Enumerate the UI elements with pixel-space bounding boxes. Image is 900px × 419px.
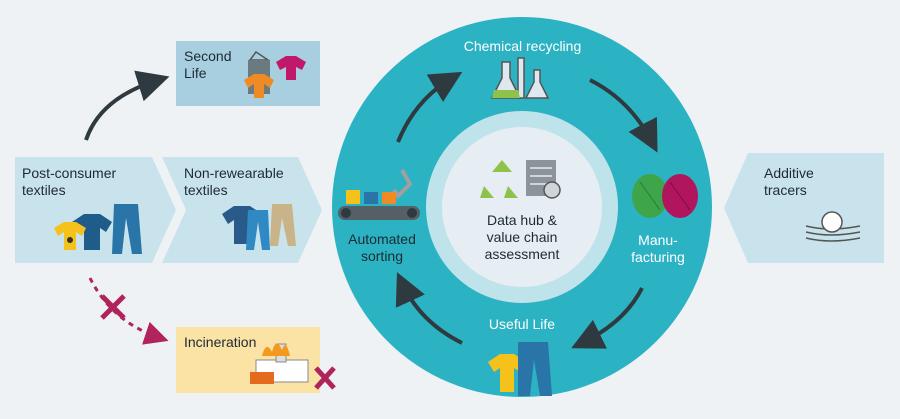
automated-sorting-line2: sorting: [360, 248, 404, 264]
manufacturing-line1: Manu-: [638, 232, 678, 248]
lab-flasks-icon: [490, 57, 550, 99]
additive-tracers-label: Additive tracers: [764, 165, 814, 199]
second-life-line2: Life: [184, 65, 207, 81]
data-hub-line3: assessment: [484, 246, 560, 262]
automated-sorting-line1: Automated: [348, 231, 416, 247]
non-rewearable-line2: textiles: [184, 182, 228, 198]
useful-life-label: Useful Life: [488, 316, 556, 332]
blocked-cross-icon: [100, 294, 126, 320]
non-rewearable-label: Non-rewearable textiles: [184, 165, 284, 199]
conveyor-robot-icon: [338, 169, 420, 220]
data-hub-line1: Data hub &: [486, 212, 558, 228]
post-consumer-line2: textiles: [22, 182, 66, 198]
inner-circle: [442, 127, 602, 287]
worn-clothing-icon: [222, 204, 296, 250]
clothing-pile-icon: [54, 204, 142, 254]
additive-tracers-chevron: [724, 153, 884, 263]
chemical-recycling-label: Chemical recycling: [463, 38, 582, 54]
arrow-manufacturing-to-useful: [571, 287, 644, 349]
yarn-spools-icon: [632, 174, 698, 218]
data-hub-label: Data hub & value chain assessment: [466, 212, 578, 263]
manufacturing-line2: facturing: [631, 249, 685, 265]
second-life-line1: Second: [184, 48, 232, 64]
incinerator-icon: [250, 343, 336, 390]
post-consumer-label: Post-consumer textiles: [22, 165, 116, 199]
arrow-to-incineration: [88, 277, 169, 345]
arrow-to-second-life: [84, 70, 170, 141]
second-life-label: Second Life: [184, 48, 231, 82]
arrow-useful-to-sorting: [395, 272, 463, 345]
tracer-fiber-icon: [805, 211, 861, 242]
automated-sorting-label: Automated sorting: [336, 231, 428, 265]
arrow-sorting-to-chemical: [396, 71, 463, 143]
incineration-label: Incineration: [184, 334, 257, 350]
tshirt-jeans-icon: [488, 342, 552, 396]
additive-tracers-line1: Additive: [764, 165, 814, 181]
data-hub-line2: value chain: [486, 229, 558, 245]
recycle-server-icon: [480, 160, 561, 199]
additive-tracers-line2: tracers: [764, 182, 807, 198]
arrow-chemical-to-manufacturing: [589, 78, 658, 153]
post-consumer-line1: Post-consumer: [22, 165, 117, 181]
non-rewearable-line1: Non-rewearable: [184, 165, 284, 181]
hanger-clothes-icon: [244, 50, 306, 98]
manufacturing-label: Manu- facturing: [618, 232, 698, 266]
